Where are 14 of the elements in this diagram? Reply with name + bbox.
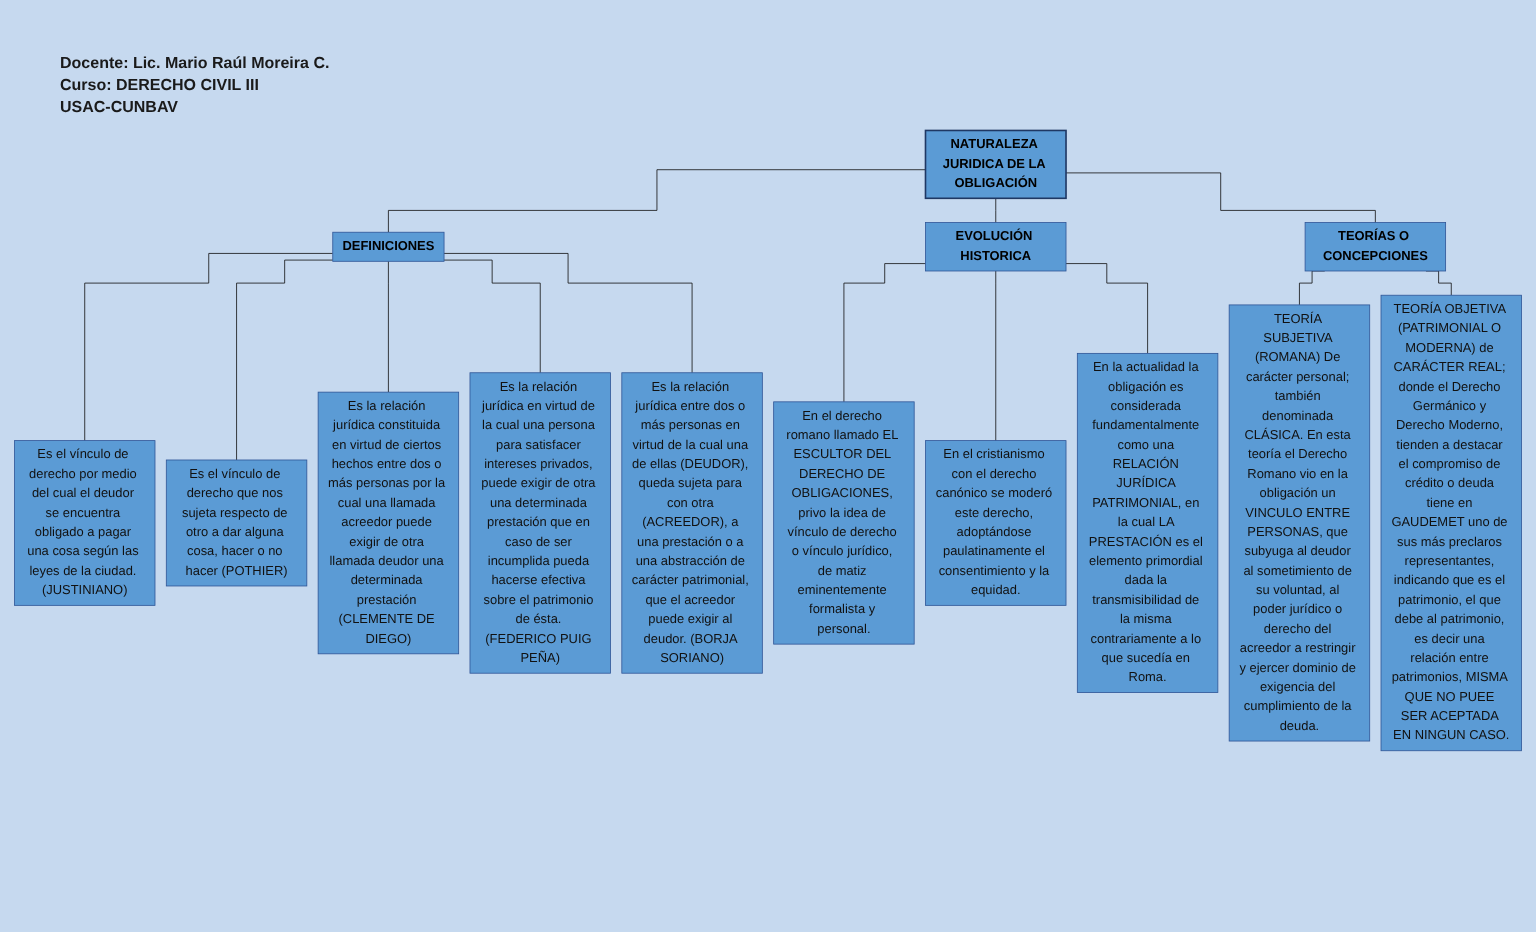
connector [388,260,389,393]
connector [443,253,693,374]
connector [843,263,926,403]
connector [1065,263,1148,354]
connector [236,259,334,461]
connector [1065,172,1376,223]
connector [84,253,334,441]
header-note: Docente: Lic. Mario Raúl Moreira C. [60,52,330,74]
connector [443,259,541,374]
connector [995,197,997,223]
header-note: USAC-CUNBAV [60,96,180,118]
connector [995,270,997,441]
connector [388,169,926,233]
header-note: Curso: DERECHO CIVIL III [60,74,261,96]
